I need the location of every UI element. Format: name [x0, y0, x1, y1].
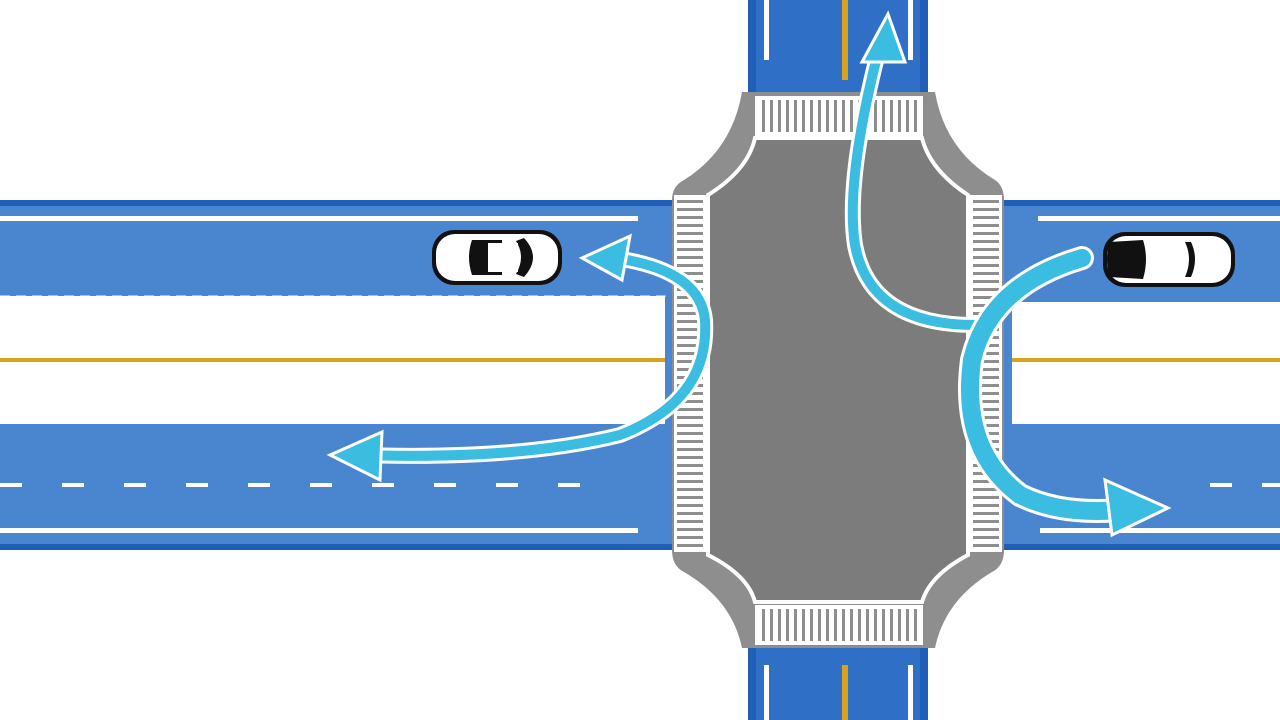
intersection-box — [706, 136, 970, 604]
north-road — [748, 0, 928, 95]
crosswalk-east — [970, 195, 1002, 552]
arrow-north — [844, 10, 983, 333]
crosswalk-south — [755, 605, 923, 645]
arrowhead-icon — [326, 429, 384, 483]
car-west — [432, 230, 562, 285]
arrowhead-icon — [578, 233, 632, 283]
arrowhead-icon — [859, 10, 908, 64]
south-road — [748, 645, 928, 720]
west-road — [0, 200, 680, 550]
crosswalk-north — [755, 96, 923, 136]
arrow-east-turn — [958, 246, 1172, 538]
arrow-left-u-turn — [326, 233, 714, 483]
arrowhead-icon — [1103, 477, 1172, 538]
car-east — [1103, 232, 1235, 287]
